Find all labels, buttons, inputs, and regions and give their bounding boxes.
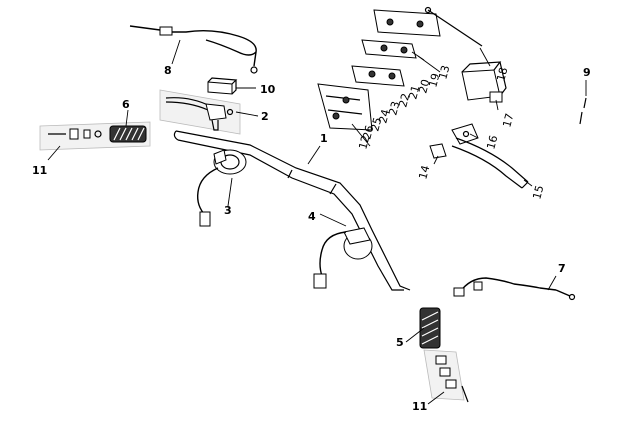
callout-19: 19	[426, 72, 442, 89]
callout-12: 12	[356, 134, 372, 151]
rod	[424, 6, 483, 47]
screw	[579, 97, 587, 125]
callout-18: 18	[494, 66, 510, 83]
callout-26: 26	[360, 124, 376, 141]
master-cylinder-stack	[317, 9, 441, 131]
callout-15: 15	[530, 184, 546, 201]
callout-14: 14	[416, 164, 432, 181]
callout-4: 4	[308, 210, 316, 223]
callout-6: 6	[122, 98, 130, 111]
reservoir	[461, 61, 507, 103]
handlebar	[173, 130, 411, 291]
right-cable	[453, 277, 576, 301]
callout-2: 2	[261, 110, 269, 123]
callout-24: 24	[376, 108, 392, 125]
callout-labels: 1 2 3 4 5 6 7 8 9 10 11 11 12 13 14 15 1…	[32, 64, 591, 413]
callout-22: 22	[396, 92, 412, 109]
left-grip-assembly	[39, 121, 151, 151]
callout-1: 1	[320, 132, 328, 145]
callout-10: 10	[260, 83, 276, 96]
leader-lines	[47, 39, 587, 405]
callout-7: 7	[558, 262, 566, 275]
right-grip-assembly	[419, 307, 469, 403]
callout-9: 9	[583, 66, 591, 79]
callout-23: 23	[386, 100, 402, 117]
callout-13: 13	[436, 64, 452, 81]
switch-block	[207, 77, 238, 95]
clutch-lever-assembly	[159, 89, 241, 135]
pivot-piece	[429, 143, 447, 159]
callout-25: 25	[368, 116, 384, 133]
brake-lever	[451, 137, 529, 189]
callout-17: 17	[500, 112, 516, 129]
callout-3: 3	[224, 204, 232, 217]
callout-8: 8	[164, 64, 172, 77]
throttle-cable	[129, 25, 258, 74]
callout-21: 21	[406, 84, 422, 101]
right-switch-housing	[313, 227, 373, 289]
callout-20: 20	[416, 78, 432, 95]
callout-11-right: 11	[412, 400, 427, 413]
callout-11-left: 11	[32, 164, 47, 177]
callout-5: 5	[396, 336, 404, 349]
left-switch-housing	[196, 149, 247, 227]
callout-16: 16	[484, 134, 500, 151]
